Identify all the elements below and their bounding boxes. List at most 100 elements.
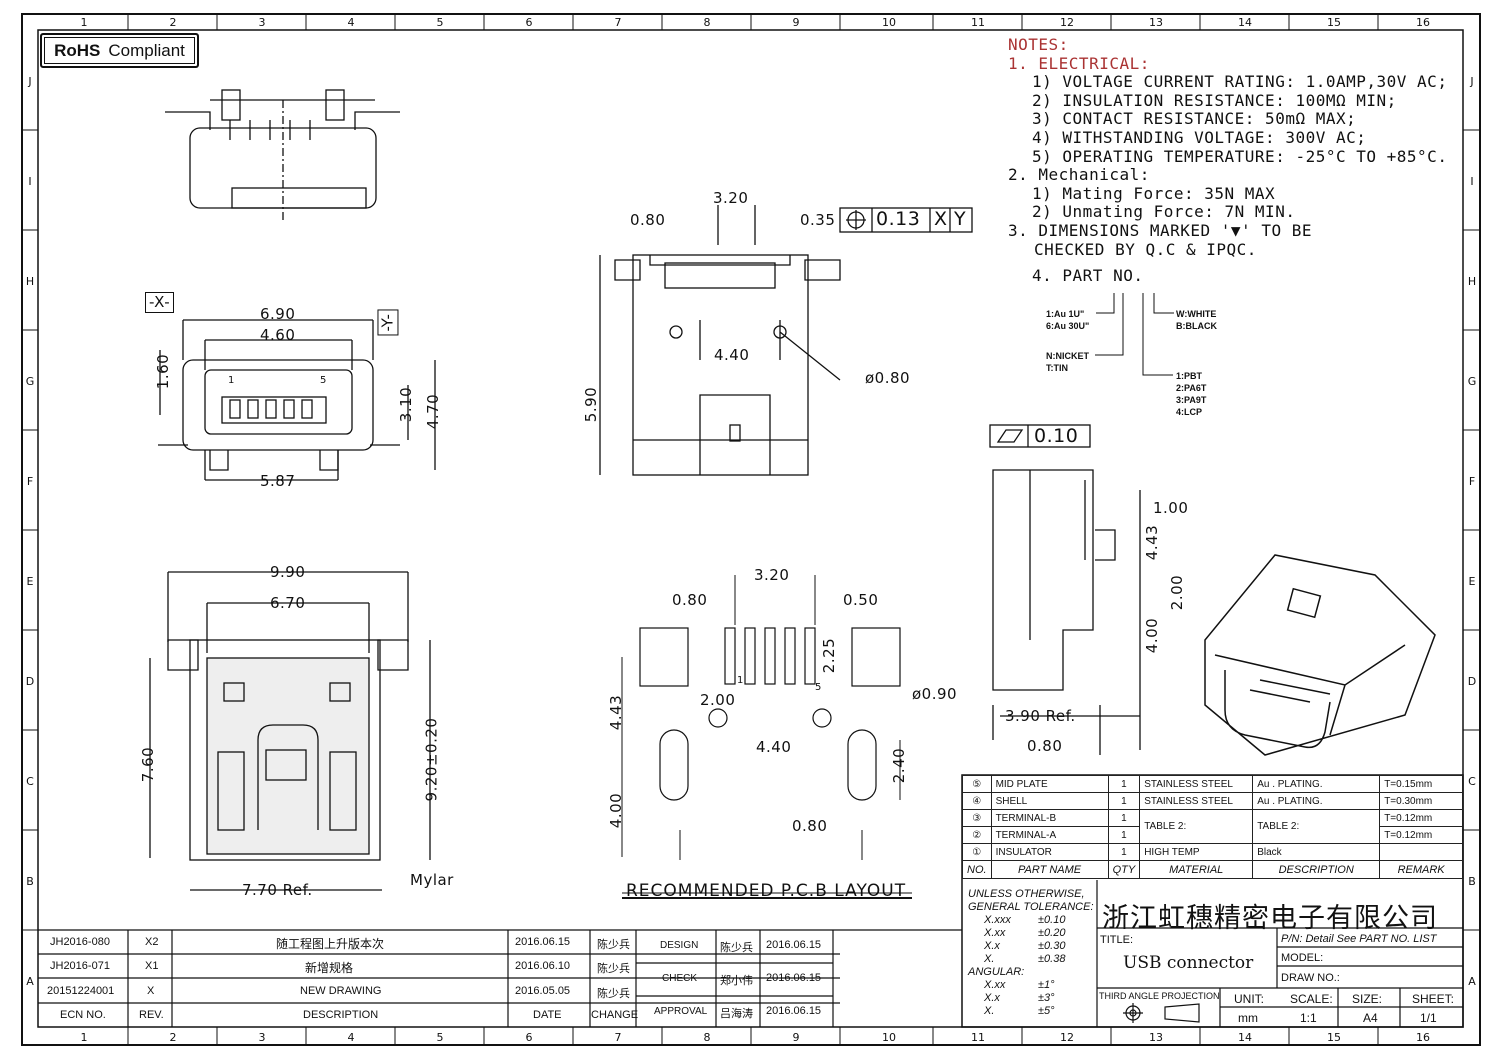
note-dimensions: 3. DIMENSIONS MARKED '▼' TO BE: [1008, 220, 1312, 240]
grid-col: 12: [1060, 1031, 1074, 1044]
rev-date: 2016.05.05: [515, 985, 571, 997]
approval-name: 陈少兵: [720, 942, 753, 954]
grid-row: H: [1467, 275, 1477, 288]
option: N:NICKET: [1046, 351, 1089, 361]
tolerance-value: ±5°: [1038, 1005, 1055, 1017]
option: 3:PA9T: [1176, 395, 1207, 405]
grid-col: 16: [1416, 1031, 1430, 1044]
grid-col: 1: [80, 1031, 88, 1044]
sheet-label: SHEET:: [1412, 992, 1455, 1006]
note-dimensions-cont: CHECKED BY Q.C & IPQC.: [1034, 239, 1257, 259]
tolerance-value: ±3°: [1038, 992, 1055, 1004]
part-number: P/N: Detail See PART NO. LIST: [1281, 933, 1437, 945]
notes-block: NOTES: 1. ELECTRICAL: 1) VOLTAGE CURRENT…: [1008, 35, 1448, 286]
tolerance-format: X.x: [984, 992, 1000, 1004]
pcb-layout: [621, 575, 912, 899]
dimension: 3.20: [713, 189, 749, 207]
grid-col: 12: [1060, 16, 1074, 29]
rev-header: REV.: [139, 1009, 164, 1021]
side-view: [989, 424, 1141, 755]
grid-col: 3: [258, 16, 266, 29]
tolerance-format: X.xxx: [984, 914, 1011, 926]
grid-col: 7: [614, 16, 622, 29]
mylar-label: Mylar: [410, 871, 454, 889]
dimension: 7.70 Ref.: [242, 881, 313, 899]
grid-col: 9: [792, 16, 800, 29]
ecn-header: ECN NO.: [60, 1009, 106, 1021]
scale-value: 1:1: [1300, 1011, 1317, 1025]
grid-row: G: [1467, 375, 1477, 388]
tolerance-row: X.±0.38: [968, 953, 1094, 966]
rev-date: 2016.06.15: [515, 936, 571, 948]
grid-row: E: [1468, 575, 1476, 588]
dimension: 4.40: [714, 346, 750, 364]
dimension: 6.90: [260, 305, 296, 323]
grid-col: 6: [525, 1031, 533, 1044]
ecn-no: 20151224001: [47, 985, 115, 997]
note-item: 3) CONTACT RESISTANCE: 50mΩ MAX;: [1032, 109, 1357, 129]
dimension: 9.90: [270, 563, 306, 581]
grid-col: 6: [525, 16, 533, 29]
approval-role: DESIGN: [660, 940, 699, 951]
hole-dimension: ø0.90: [912, 685, 958, 703]
grid-row: D: [1467, 675, 1477, 688]
grid-col: 3: [258, 1031, 266, 1044]
grid-row: C: [26, 775, 34, 788]
draw-no-label: DRAW NO.:: [1281, 972, 1340, 984]
fcf-tolerance: 0.13: [876, 208, 921, 230]
grid-col: 1: [80, 16, 88, 29]
tolerance-title: GENERAL TOLERANCE:: [968, 901, 1094, 913]
approval-name: 郑小伟: [720, 975, 753, 987]
tolerance-value: ±1°: [1038, 979, 1055, 991]
dimension: 4.40: [756, 738, 792, 756]
grid-row: I: [28, 175, 32, 188]
dimension: 3.20: [754, 566, 790, 584]
tolerance-row: X.x ±3°: [968, 992, 1094, 1005]
grid-col: 11: [971, 16, 985, 29]
fcf-datum-x: X: [934, 208, 948, 230]
option: 4:LCP: [1176, 407, 1203, 417]
option: 1:Au 1U": [1046, 309, 1085, 319]
grid-row: F: [1468, 475, 1476, 488]
note-item: 2) INSULATION RESISTANCE: 100MΩ MIN;: [1032, 90, 1397, 110]
pcb-pin-1-label: 1: [737, 675, 744, 686]
approval-date: 2016.06.15: [766, 1005, 822, 1017]
dimension: 0.80: [1027, 737, 1063, 755]
pcb-layout-title: RECOMMENDED P.C.B LAYOUT: [626, 881, 907, 901]
approval-role: CHECK: [662, 973, 698, 984]
grid-row: J: [28, 75, 32, 88]
grid-row: A: [26, 975, 34, 988]
drawing-title: USB connector: [1123, 953, 1254, 973]
grid-col: 10: [882, 1031, 896, 1044]
rev-description: NEW DRAWING: [300, 985, 382, 997]
grid-row: B: [26, 875, 34, 888]
tolerance-row: X.±5°: [968, 1005, 1094, 1018]
ecn-no: JH2016-080: [50, 936, 110, 948]
grid-col: 14: [1238, 1031, 1252, 1044]
grid-col: 13: [1149, 1031, 1163, 1044]
description-header: DESCRIPTION: [303, 1009, 379, 1021]
option: 2:PA6T: [1176, 383, 1207, 393]
approval-date: 2016.06.15: [766, 939, 822, 951]
tolerance-format: X.: [984, 953, 995, 965]
tolerance-row: X.xx±1°: [968, 979, 1094, 992]
note-item: 1) VOLTAGE CURRENT RATING: 1.0AMP,30V AC…: [1032, 72, 1448, 92]
grid-col: 7: [614, 1031, 622, 1044]
angular-title: ANGULAR:: [968, 966, 1025, 978]
grid-row: E: [26, 575, 34, 588]
rev: X: [147, 985, 155, 997]
rev: X2: [145, 936, 159, 948]
ecn-no: JH2016-071: [50, 960, 110, 972]
note-mechanical: 2. Mechanical:: [1008, 165, 1150, 185]
dimension: 4.60: [260, 326, 296, 344]
